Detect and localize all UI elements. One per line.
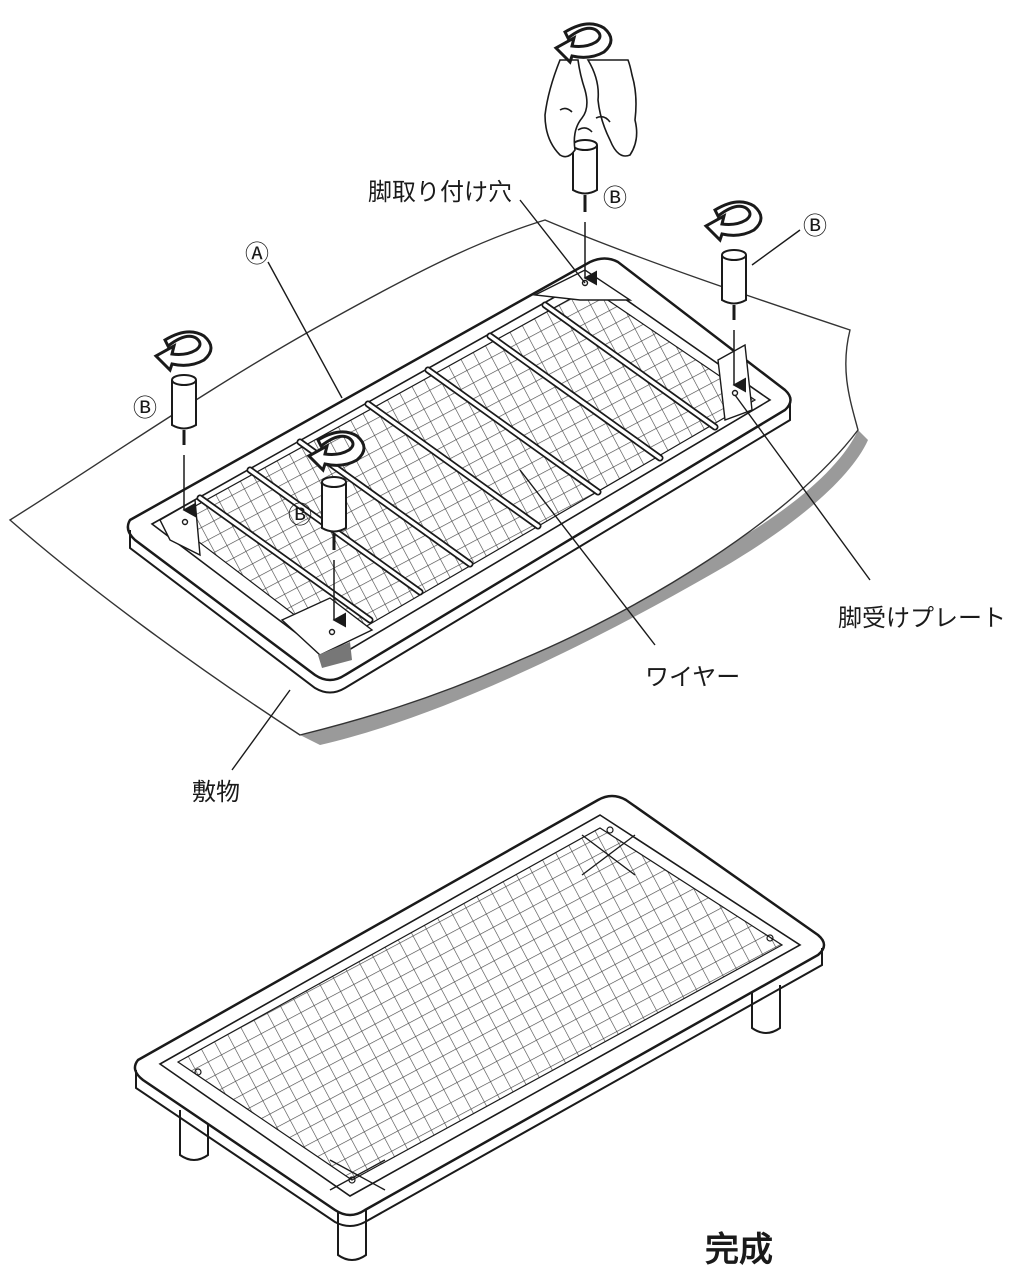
label-sheet: 敷物 <box>192 778 240 806</box>
label-wire: ワイヤー <box>645 663 741 691</box>
label-leg-mount-hole: 脚取り付け穴 <box>368 178 512 206</box>
leg-left <box>171 374 197 518</box>
label-leg-plate: 脚受けプレート <box>838 604 1006 632</box>
leg-right <box>721 249 747 393</box>
rotate-arrow-icons <box>153 22 763 473</box>
hands-illustration <box>544 59 638 158</box>
leg-center <box>321 476 347 628</box>
label-part-b-left: Ⓑ <box>133 394 157 422</box>
leader-lines <box>231 199 871 771</box>
label-part-b-center: Ⓑ <box>288 501 312 529</box>
label-part-a: Ⓐ <box>245 240 269 268</box>
label-part-b-top: Ⓑ <box>603 184 627 212</box>
label-part-b-right: Ⓑ <box>803 212 827 240</box>
bed-frame-top <box>126 257 792 694</box>
completed-bed <box>133 794 826 1261</box>
label-complete: 完成 <box>705 1230 773 1265</box>
